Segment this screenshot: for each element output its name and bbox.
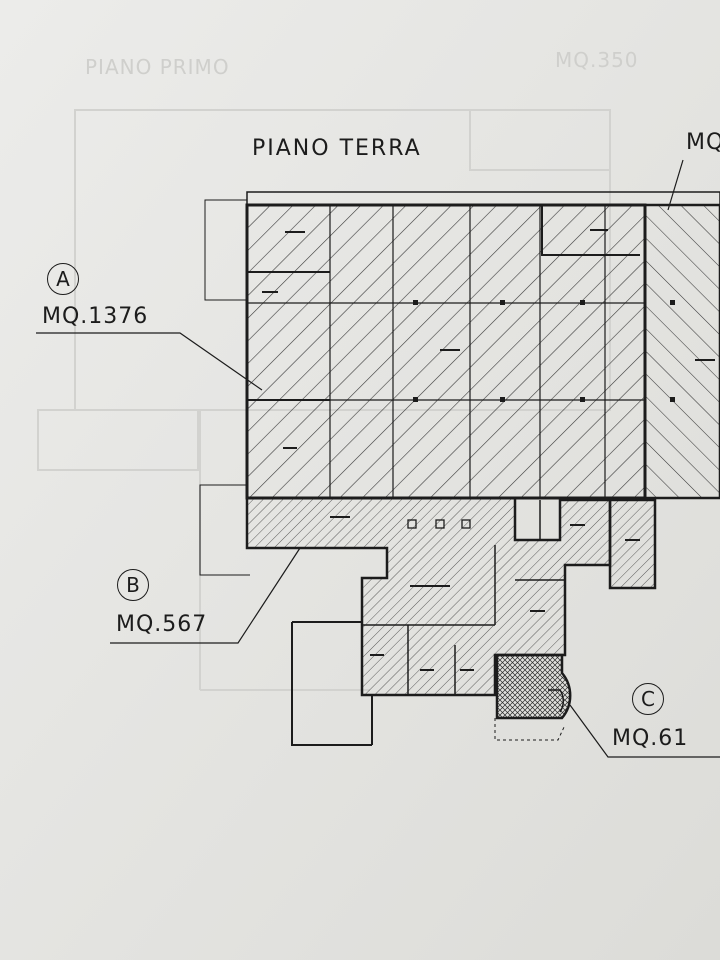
zone-c-area	[495, 653, 572, 720]
ghost-upper-area: MQ.350	[555, 48, 639, 72]
zone-c-badge: C	[632, 683, 664, 715]
zone-a-label: MQ.1376	[42, 304, 149, 329]
zone-a-area	[245, 203, 647, 500]
structural-grid	[247, 205, 645, 498]
zone-c-label: MQ.61	[612, 726, 689, 751]
zone-right-area	[643, 203, 720, 500]
zone-b-label: MQ.567	[116, 612, 208, 637]
ghost-upper-title: PIANO PRIMO	[85, 55, 230, 79]
zone-a-badge: A	[47, 263, 79, 295]
plan-title: PIANO TERRA	[252, 136, 422, 161]
leader-lines	[36, 159, 720, 758]
columns	[413, 300, 675, 402]
top-right-area-label: MQ	[686, 130, 720, 155]
zone-b-badge: B	[117, 569, 149, 601]
